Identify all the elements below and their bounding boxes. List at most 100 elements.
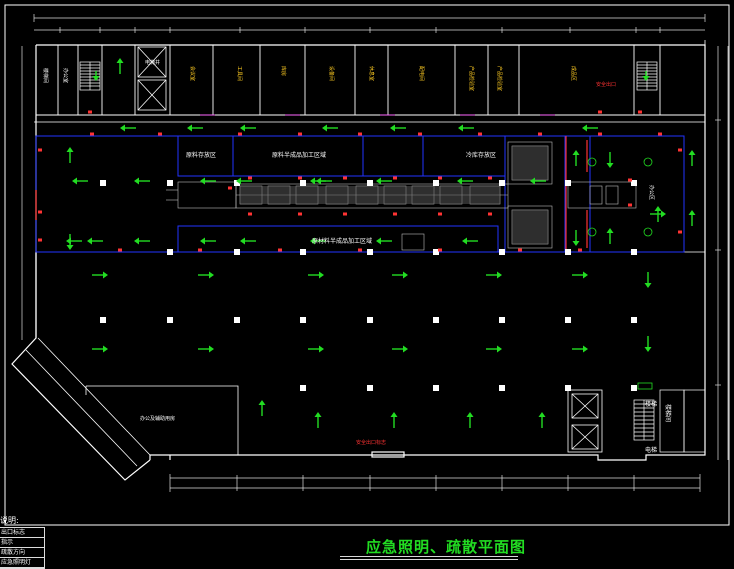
evacuation-arrow-left (72, 177, 88, 185)
top-room-label: 会议室 (189, 66, 196, 81)
stair-top-right (636, 61, 658, 91)
evacuation-arrow-left (316, 177, 332, 185)
emergency-light (628, 178, 632, 182)
evacuation-arrow-right (392, 345, 408, 353)
emergency-light (393, 212, 397, 216)
elevator-top (137, 46, 167, 111)
column-marker (433, 180, 439, 186)
emergency-light (578, 248, 582, 252)
emergency-light (638, 110, 642, 114)
evacuation-arrow-up (688, 210, 696, 226)
evacuation-arrow-left (322, 124, 338, 132)
evacuation-arrow-down (642, 71, 650, 81)
emergency-light (198, 248, 202, 252)
top-room-label: 库房 (280, 66, 287, 76)
evacuation-arrow-down (66, 234, 74, 250)
evacuation-arrow-left (582, 124, 598, 132)
arrow-head (103, 271, 108, 279)
arrow-head (582, 124, 587, 132)
evacuation-arrow-down (606, 152, 614, 168)
legend-row-indicator: 指示 (0, 538, 44, 548)
evacuation-arrow-left (390, 124, 406, 132)
building-walls (11, 44, 706, 481)
emergency-light (538, 132, 542, 136)
arrow-head (497, 271, 502, 279)
evacuation-arrow-up (688, 150, 696, 166)
evacuation-arrow-up (654, 206, 662, 222)
column-marker (367, 249, 373, 255)
evacuation-arrow-up (572, 150, 580, 166)
top-room-label: 配电间 (418, 66, 425, 81)
top-room-label: 设备间 (328, 66, 335, 81)
arrow-head (458, 124, 463, 132)
column-marker (167, 317, 173, 323)
column-marker (367, 385, 373, 391)
arrow-head (103, 345, 108, 353)
arrow-head (390, 124, 395, 132)
arrow-head (187, 124, 192, 132)
arrow-head (120, 124, 125, 132)
emergency-light (678, 148, 682, 152)
dimension-ticks (59, 27, 721, 491)
arrow-head (92, 76, 100, 81)
top-room-label: 休息室 (368, 66, 375, 81)
legend-row-direction: 疏散方向 (0, 548, 44, 558)
arrow-head (319, 271, 324, 279)
emergency-light (343, 212, 347, 216)
arrow-head (240, 237, 245, 245)
zone-label-semi-processing: 原材料半成品加工区域 (312, 237, 372, 245)
emergency-light (678, 230, 682, 234)
emergency-light (88, 110, 92, 114)
building-walls-inner (25, 40, 706, 467)
emergency-light (393, 176, 397, 180)
evacuation-arrow-left (530, 177, 546, 185)
zone-label-office: 办公区 (648, 185, 655, 200)
top-room-label: 成品区 (570, 66, 577, 81)
zone-label-lower-office: 办公及辅助用房 (140, 415, 175, 422)
production-zone-red-walls (35, 136, 588, 252)
arrow-head (606, 163, 614, 168)
title-underline (340, 556, 518, 557)
evacuation-arrow-right (308, 345, 324, 353)
stair-label-right: 楼梯 (645, 400, 657, 408)
arrow-head (319, 345, 324, 353)
evacuation-arrow-left (310, 237, 326, 245)
emergency-light (248, 176, 252, 180)
stair-label-room: 楼梯间 (664, 404, 672, 422)
arrow-head (642, 76, 650, 81)
legend-table: 出口标志 指示 疏散方向 应急照明灯 (0, 527, 45, 569)
evacuation-arrow-up (466, 412, 474, 428)
emergency-light (90, 132, 94, 136)
arrow-head (688, 210, 696, 215)
title-underline-2 (340, 559, 518, 560)
room-label-topleft-stair: 楼梯间 (42, 68, 49, 83)
top-room-label: 工具间 (236, 66, 243, 81)
column-marker (631, 180, 637, 186)
emergency-light (38, 148, 42, 152)
column-marker (300, 385, 306, 391)
column-marker (167, 180, 173, 186)
emergency-light (438, 212, 442, 216)
arrow-head (457, 177, 462, 185)
emergency-light (478, 132, 482, 136)
top-rooms (36, 45, 705, 116)
exit-note-bottom: 安全出口标志 (356, 439, 386, 446)
column-marker (499, 317, 505, 323)
column-marker (631, 249, 637, 255)
column-marker (433, 249, 439, 255)
emergency-light (438, 248, 442, 252)
legend-row-exit: 出口标志 (0, 528, 44, 538)
evacuation-arrow-left (240, 237, 256, 245)
column-marker (234, 180, 240, 186)
arrow-head (497, 345, 502, 353)
arrow-head (403, 345, 408, 353)
zone-label-raw-storage: 原料存放区 (186, 151, 216, 159)
evacuation-arrow-down (644, 272, 652, 288)
emergency-light (598, 110, 602, 114)
arrow-head (654, 206, 662, 211)
evacuation-arrow-right (308, 271, 324, 279)
emergency-light (518, 248, 522, 252)
column-marker (167, 249, 173, 255)
arrow-head (530, 177, 535, 185)
legend-heading: 说明: (0, 516, 19, 525)
